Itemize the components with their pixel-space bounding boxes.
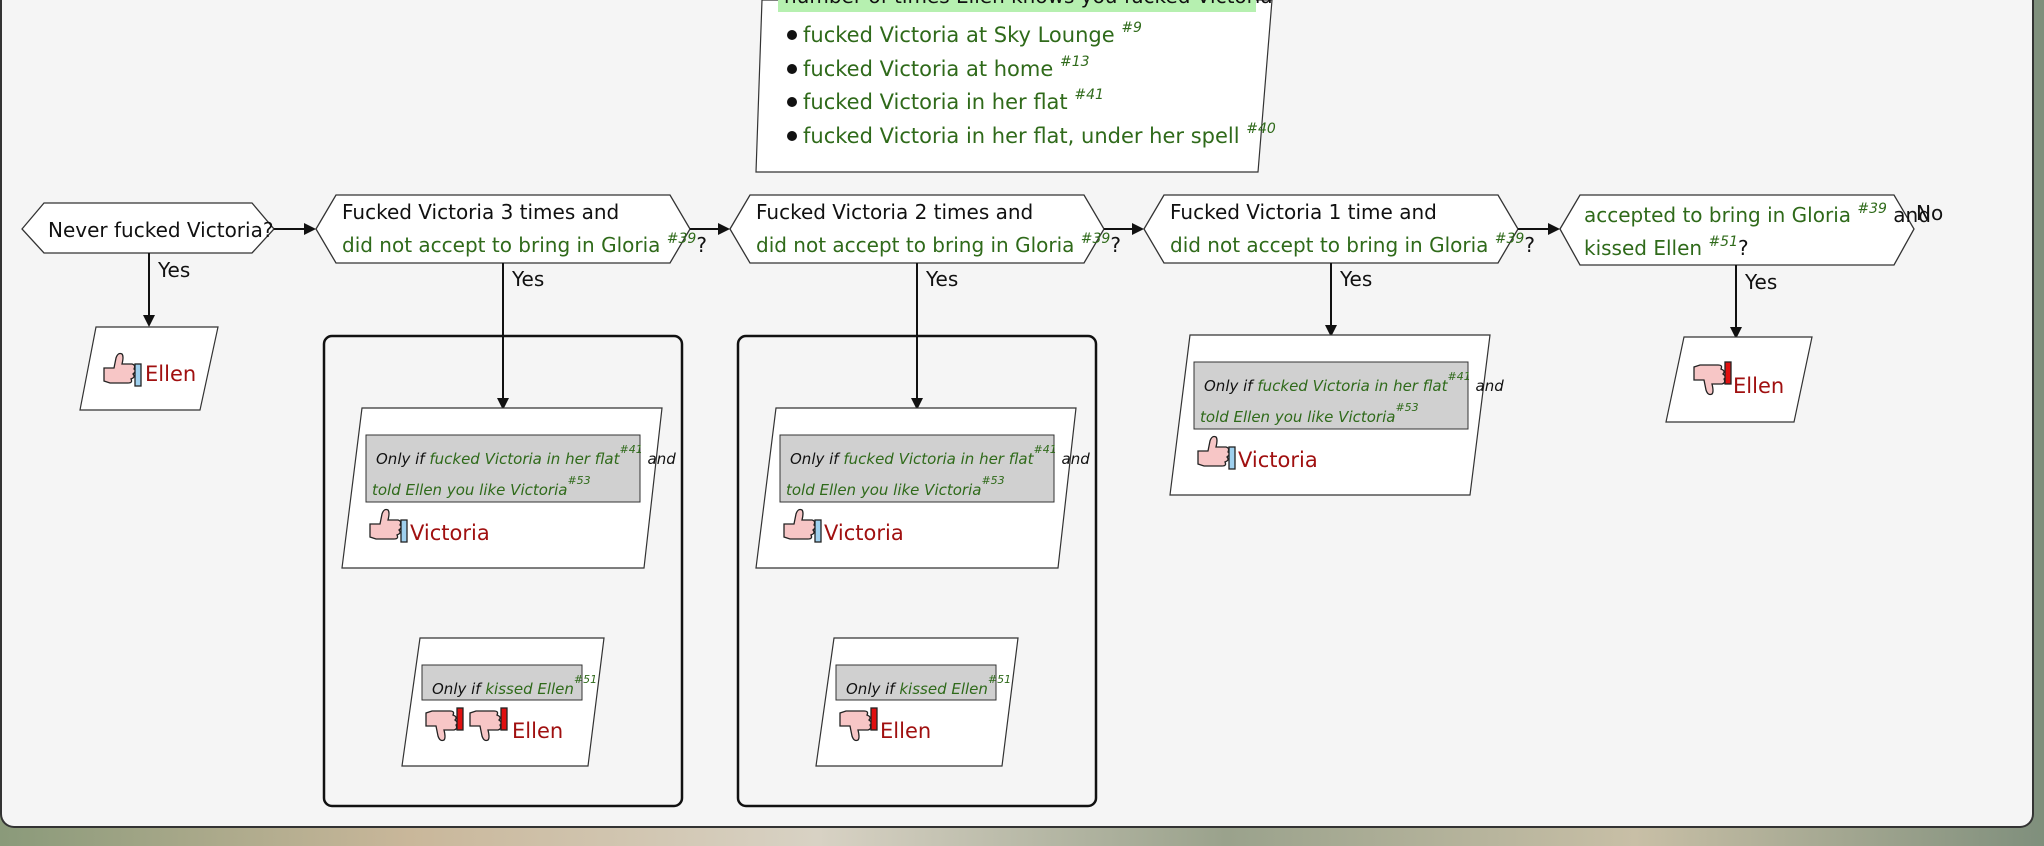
svg-text:accepted to bring in Gloria #3: accepted to bring in Gloria #39 and [1584,194,1931,227]
svg-text:Victoria: Victoria [824,521,904,545]
svg-text:Never fucked Victoria?: Never fucked Victoria? [48,218,273,242]
yes-label: Yes [1744,270,1777,294]
svg-text:did not accept to bring in Glo: did not accept to bring in Gloria #39? [342,231,707,257]
svg-text:told Ellen you like Victoria#5: told Ellen you like Victoria#53 [372,474,591,499]
intro-item: fucked Victoria in her flat, under her s… [787,121,1276,148]
decision-2-times: Fucked Victoria 2 times and did not acce… [729,194,1121,264]
svg-text:fucked Victoria in her flat #4: fucked Victoria in her flat #41 [803,87,1104,114]
no-label: No [1916,201,1943,225]
svg-text:Only if fucked Victoria in her: Only if fucked Victoria in her flat#41 a… [1204,366,1504,395]
intro-item: fucked Victoria in her flat #41 [787,87,1104,114]
group-3-times: Only if fucked Victoria in her flat#41 a… [322,334,684,808]
svg-text:fucked Victoria in her flat, u: fucked Victoria in her flat, under her s… [803,121,1276,148]
svg-text:Only if kissed Ellen#51: Only if kissed Ellen#51 [432,673,597,698]
svg-text:kissed Ellen #51?: kissed Ellen #51? [1584,234,1749,260]
intro-item: fucked Victoria at Sky Lounge #9 [787,20,1142,47]
svg-text:Fucked Victoria 2 times and: Fucked Victoria 2 times and [756,200,1033,224]
svg-text:fucked Victoria at Sky Lounge: fucked Victoria at Sky Lounge #9 [803,20,1142,47]
svg-text:Only if fucked Victoria in her: Only if fucked Victoria in her flat#41 a… [376,439,676,468]
yes-label: Yes [925,267,958,291]
svg-text:Ellen: Ellen [1733,374,1784,398]
svg-text:Only if fucked Victoria in her: Only if fucked Victoria in her flat#41 a… [790,439,1090,468]
group-2-times: Only if fucked Victoria in her flat#41 a… [736,334,1098,808]
decision-3-times: Fucked Victoria 3 times and did not acce… [315,194,707,264]
svg-text:did not accept to bring in Glo: did not accept to bring in Gloria #39? [1170,231,1535,257]
intro-box: number of times Ellen knows you fucked V… [755,0,1276,173]
svg-text:told Ellen you like Victoria#5: told Ellen you like Victoria#53 [1200,401,1419,426]
decision-1-time: Fucked Victoria 1 time and did not accep… [1143,194,1535,264]
svg-text:Ellen: Ellen [512,719,563,743]
decision-never-fucked: Never fucked Victoria? [21,202,275,254]
yes-label: Yes [1339,267,1372,291]
intro-header: number of times Ellen knows you fucked V… [784,0,1273,8]
decision-gloria-kissed: accepted to bring in Gloria #39 and kiss… [1559,194,1931,266]
svg-text:Fucked Victoria 1 time and: Fucked Victoria 1 time and [1170,200,1437,224]
outcome-ellen-down: Ellen [1665,336,1813,423]
outcome-ellen-up: Ellen [79,326,219,411]
svg-text:told Ellen you like Victoria#5: told Ellen you like Victoria#53 [786,474,1005,499]
svg-text:Ellen: Ellen [880,719,931,743]
svg-text:Victoria: Victoria [1238,448,1318,472]
svg-text:Ellen: Ellen [145,362,196,386]
svg-text:did not accept to bring in Glo: did not accept to bring in Gloria #39? [756,231,1121,257]
svg-text:fucked Victoria at home #13: fucked Victoria at home #13 [803,54,1090,81]
svg-text:Victoria: Victoria [410,521,490,545]
svg-text:Fucked Victoria 3 times and: Fucked Victoria 3 times and [342,200,619,224]
intro-item: fucked Victoria at home #13 [787,54,1090,81]
svg-text:Only if kissed Ellen#51: Only if kissed Ellen#51 [846,673,1011,698]
outcome-1-time: Only if fucked Victoria in her flat#41 a… [1169,334,1504,496]
yes-label: Yes [157,258,190,282]
yes-label: Yes [511,267,544,291]
